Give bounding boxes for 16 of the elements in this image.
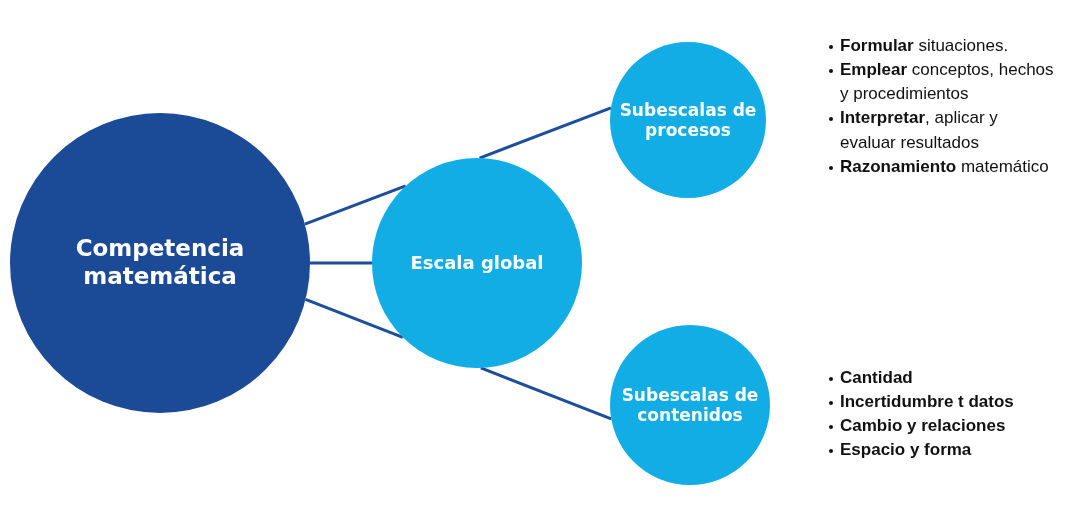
- bullet-item: Cantidad: [828, 366, 1068, 391]
- connector-line: [310, 261, 372, 265]
- node-label: Subescalas de contenidos: [620, 384, 760, 426]
- bullet-item: Emplear conceptos, hechos y procedimientos: [828, 58, 1055, 107]
- bullet-item: Cambio y relaciones: [828, 414, 1068, 439]
- bullet-item: Formular situaciones.: [828, 34, 1055, 59]
- node-label: Competencia matemática: [74, 235, 246, 291]
- node-label: Escala global: [409, 252, 545, 274]
- connector-line: [479, 106, 612, 160]
- bullet-item: Incertidumbre t datos: [828, 390, 1068, 415]
- connector-line: [304, 184, 407, 226]
- bullet-item: Razonamiento matemático: [828, 154, 1055, 179]
- connector-line: [480, 366, 612, 421]
- node-label: Subescalas de procesos: [618, 99, 758, 141]
- connector-line: [305, 297, 404, 339]
- bullet-item: Espacio y forma: [828, 438, 1068, 463]
